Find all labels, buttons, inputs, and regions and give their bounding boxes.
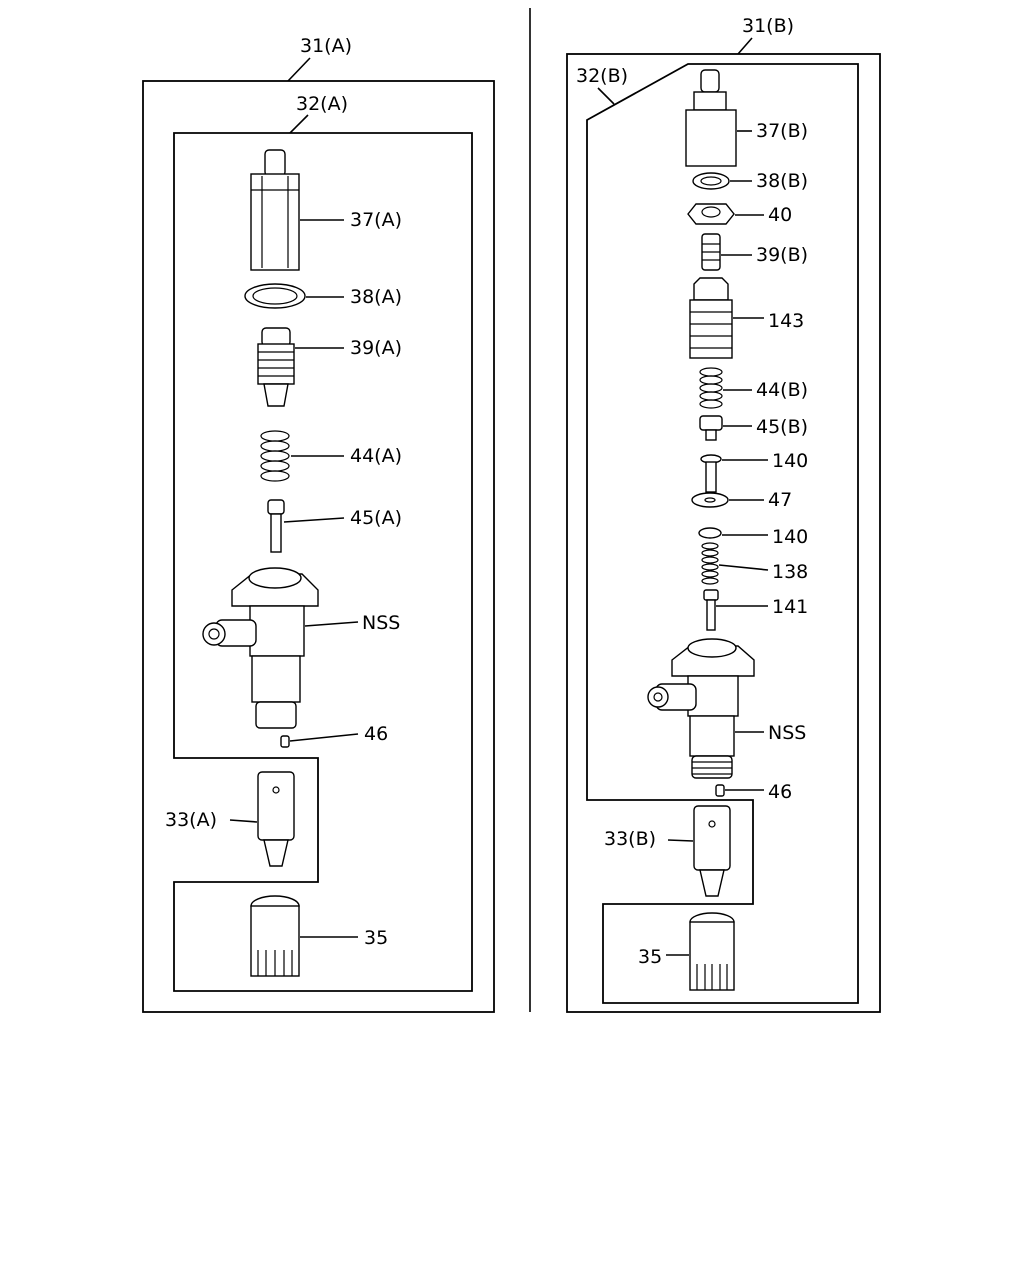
subassembly-label-a: 32(A) xyxy=(296,93,348,115)
shim-upper-b xyxy=(700,454,722,493)
inner-spring-b xyxy=(701,542,719,585)
callout-35a: 35 xyxy=(364,927,388,949)
callout-40b: 40 xyxy=(768,204,792,226)
left-panel: 31(A) 32(A) 37(A) 38(A) xyxy=(142,35,495,1013)
push-rod-a xyxy=(267,499,285,553)
callout-44a: 44(A) xyxy=(350,445,402,467)
callout-35b: 35 xyxy=(638,946,662,968)
callout-33b: 33(B) xyxy=(604,828,656,850)
callout-nss-b: NSS xyxy=(768,722,806,744)
callout-141b: 141 xyxy=(772,596,808,618)
assembly-label-b: 31(B) xyxy=(742,15,794,37)
nozzle-holder-body-b xyxy=(647,638,755,779)
spring-seat-b xyxy=(699,415,723,441)
callout-138b: 138 xyxy=(772,561,808,583)
dowel-pin-a xyxy=(280,735,290,748)
retaining-nut-a xyxy=(250,895,300,977)
nozzle-a xyxy=(257,771,295,867)
assembly-frame-a xyxy=(142,80,495,1013)
spacer-washer-b xyxy=(691,492,729,508)
callout-143b: 143 xyxy=(768,310,804,332)
assembly-label-a: 31(A) xyxy=(300,35,352,57)
threaded-sleeve-a xyxy=(257,327,295,407)
callout-140a-b: 140 xyxy=(772,450,808,472)
subassembly-frame-a xyxy=(173,132,473,992)
retaining-nut-b xyxy=(689,912,735,991)
assembly-leader-a xyxy=(287,57,311,82)
threaded-stud-b xyxy=(701,233,721,271)
callout-33a: 33(A) xyxy=(165,809,217,831)
lock-nut-b xyxy=(687,203,735,225)
callout-37b: 37(B) xyxy=(756,120,808,142)
shim-lower-b xyxy=(698,527,722,539)
callout-140b-b: 140 xyxy=(772,526,808,548)
right-panel: 31(B) 32(B) 37(B) 38(B) 40 xyxy=(566,15,881,1013)
subassembly-leader-b xyxy=(597,87,615,105)
subassembly-label-b: 32(B) xyxy=(576,65,628,87)
callout-45b: 45(B) xyxy=(756,416,808,438)
assembly-frame-b xyxy=(566,53,881,1013)
spring-b xyxy=(699,367,723,409)
callout-46b: 46 xyxy=(768,781,792,803)
nozzle-b xyxy=(693,805,731,897)
adjusting-body-b xyxy=(689,277,733,359)
nozzle-holder-body-a xyxy=(202,567,319,729)
subassembly-frame-b xyxy=(586,63,859,1004)
assembly-leader-b xyxy=(737,37,753,55)
callout-39a: 39(A) xyxy=(350,337,402,359)
washer-b xyxy=(692,172,730,190)
nozzle-holder-nut-b xyxy=(685,69,737,167)
callout-37a: 37(A) xyxy=(350,209,402,231)
callout-45a: 45(A) xyxy=(350,507,402,529)
callout-39b: 39(B) xyxy=(756,244,808,266)
callout-47b: 47 xyxy=(768,489,792,511)
subassembly-leader-a xyxy=(289,114,309,134)
pin-141-b xyxy=(703,589,719,631)
callout-46a: 46 xyxy=(364,723,388,745)
callout-44b: 44(B) xyxy=(756,379,808,401)
nozzle-holder-nut-a xyxy=(250,149,300,271)
spring-a xyxy=(260,430,290,482)
callout-38a: 38(A) xyxy=(350,286,402,308)
washer-a xyxy=(244,283,306,309)
callout-nss-a: NSS xyxy=(362,612,400,634)
dowel-pin-b xyxy=(715,784,725,797)
callout-38b: 38(B) xyxy=(756,170,808,192)
